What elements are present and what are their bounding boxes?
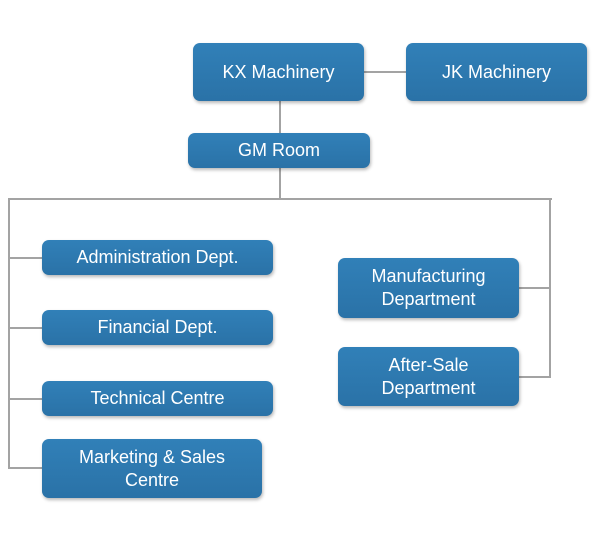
connector-left-vertical [8, 198, 10, 469]
connector-manufacturing [519, 287, 551, 289]
connector-gm-down [279, 168, 281, 199]
node-after-sale-department: After-Sale Department [338, 347, 519, 406]
connector-marketing [8, 467, 42, 469]
connector-admin [8, 257, 42, 259]
node-label: After-Sale Department [381, 354, 476, 398]
node-label: GM Room [237, 140, 320, 160]
node-jk-machinery: JK Machinery [406, 43, 587, 101]
node-label: Marketing & Sales Centre [78, 446, 226, 490]
node-gm-room: GM Room [188, 133, 370, 168]
node-label: Financial Dept. [97, 317, 218, 337]
connector-aftersale [519, 376, 551, 378]
node-label: Manufacturing Department [371, 266, 486, 309]
connector-main-horizontal [8, 198, 552, 200]
node-administration-dept: Administration Dept. [42, 240, 273, 275]
connector-kx-gm [279, 101, 281, 133]
node-label: JK Machinery [441, 61, 552, 82]
node-label: Administration Dept. [76, 247, 239, 267]
connector-kx-jk [364, 71, 406, 73]
connector-technical [8, 398, 42, 400]
node-marketing-sales-centre: Marketing & Sales Centre [42, 439, 262, 498]
connector-financial [8, 327, 42, 329]
node-label: KX Machinery [222, 61, 335, 82]
node-kx-machinery: KX Machinery [193, 43, 364, 101]
node-manufacturing-department: Manufacturing Department [338, 258, 519, 318]
node-label: Technical Centre [90, 388, 225, 408]
node-financial-dept: Financial Dept. [42, 310, 273, 345]
node-technical-centre: Technical Centre [42, 381, 273, 416]
